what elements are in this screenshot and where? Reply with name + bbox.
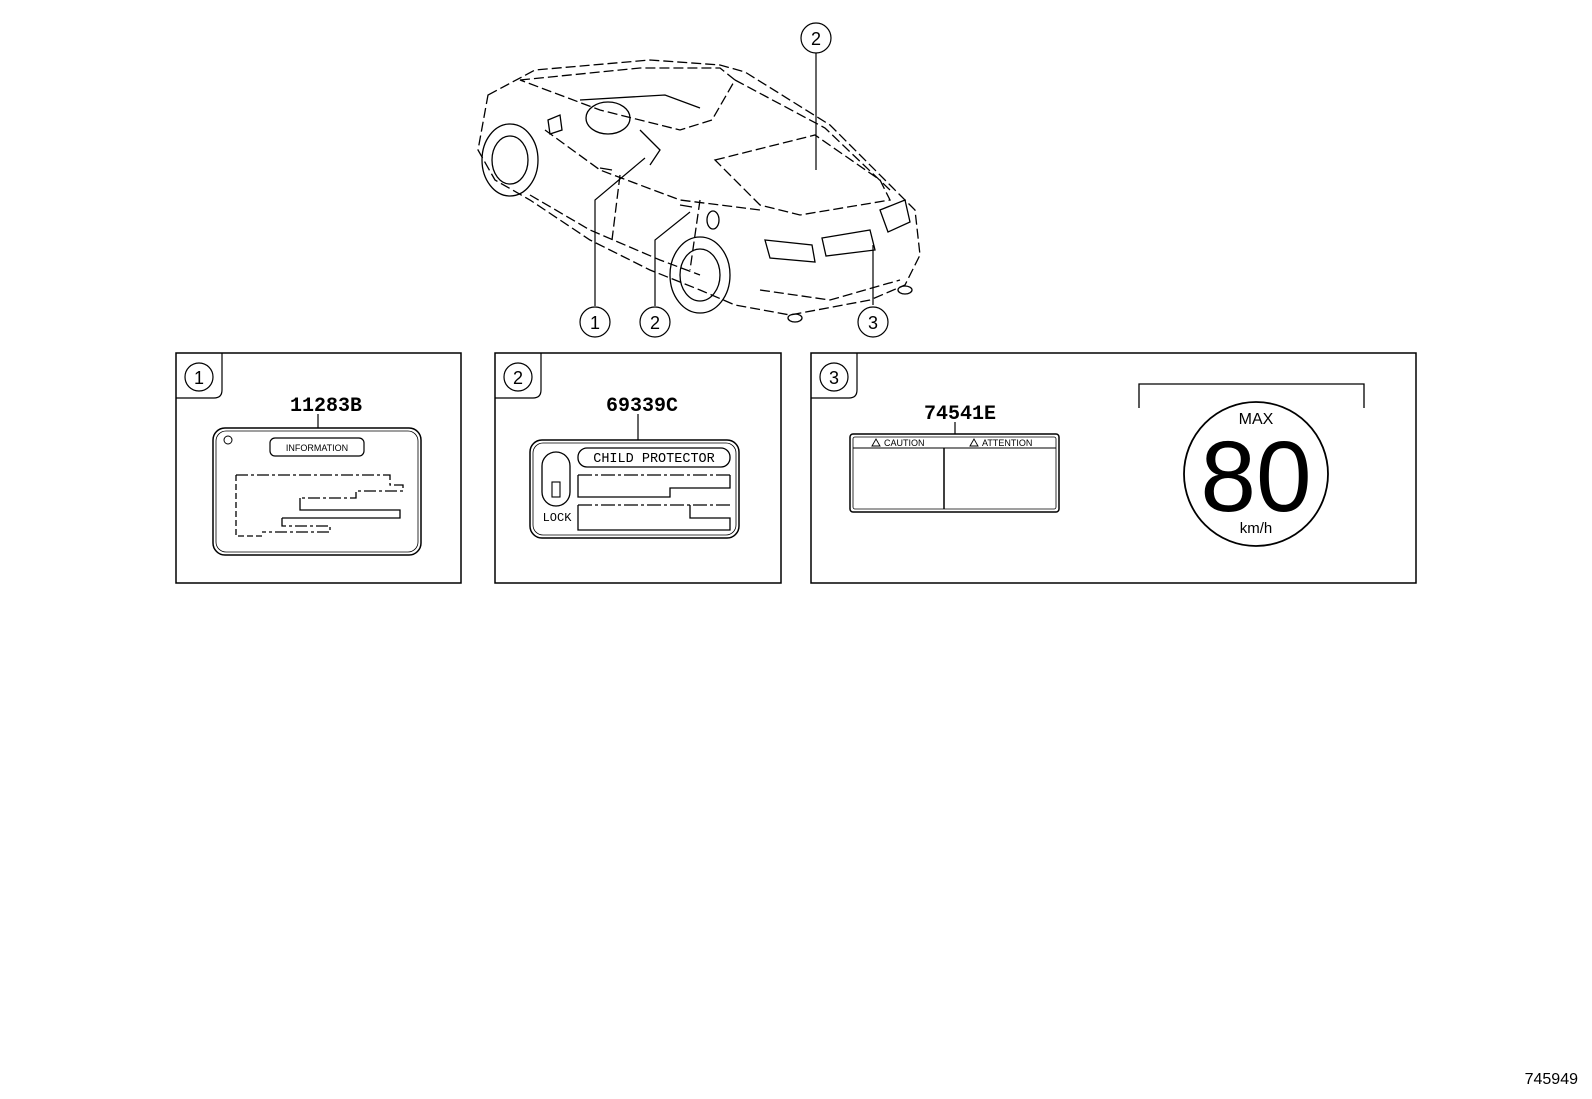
child-protector-label-title: CHILD PROTECTOR [593, 452, 715, 467]
attention-text: ATTENTION [982, 438, 1032, 448]
car-illustration [477, 59, 921, 323]
child-protector-text-lines [577, 474, 731, 531]
speed-unit: km/h [1240, 520, 1273, 537]
callout-car-1: 1 [579, 306, 611, 338]
callout-car-2-top-text: 2 [811, 29, 821, 49]
callout-car-3-text: 3 [868, 313, 878, 333]
callout-car-2: 2 [639, 306, 671, 338]
panel-3-callout: 3 [829, 368, 839, 388]
information-label-title: INFORMATION [286, 443, 348, 453]
part-number-69339c: 69339C [606, 395, 678, 418]
part-number-74541e: 74541E [924, 403, 996, 426]
caution-text: CAUTION [884, 438, 925, 448]
drawing-id: 745949 [1524, 1071, 1578, 1088]
part-number-11283b: 11283B [290, 395, 362, 418]
callout-car-1-text: 1 [590, 313, 600, 333]
max-speed-sticker [1183, 401, 1329, 547]
panel-2: 2 69339C LOCK CHILD PROTECTOR [494, 352, 782, 584]
lock-text: LOCK [543, 511, 573, 525]
panel-1-callout: 1 [194, 368, 204, 388]
callout-car-3: 3 [857, 306, 889, 338]
car-leader-lines [594, 52, 874, 306]
speed-value: 80 [1200, 421, 1311, 533]
information-text-lines [235, 474, 404, 537]
panel-2-callout: 2 [513, 368, 523, 388]
callout-car-2-text: 2 [650, 313, 660, 333]
max-text: MAX [1239, 411, 1274, 428]
attention-warning-icon [969, 438, 979, 447]
panel-1: 1 11283B INFORMATION [175, 352, 462, 584]
callout-car-2-top: 2 [800, 22, 832, 54]
panel-3: 3 74541E CAUTION ATTENTION MAX 80 km/h [810, 352, 1417, 584]
caution-warning-icon [871, 438, 881, 447]
